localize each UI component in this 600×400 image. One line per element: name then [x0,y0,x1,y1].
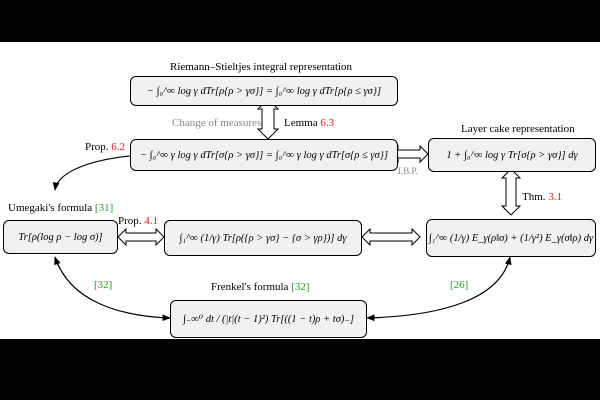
cite-right-label: [26] [450,279,469,291]
umegaki-title: Umegaki's formula [31] [8,202,113,214]
umegaki-title-text: Umegaki's formula [8,202,95,214]
cite-left-label: [32] [94,279,113,291]
thm-label: Thm. 3.1 [522,191,562,203]
arrows-layer [52,98,522,322]
umegaki-cite: [31] [94,202,114,214]
curve-arrow-right-frenkel [366,256,512,322]
center-box: ∫₁^∞ (1/γ) Tr[ρ({ρ > γσ} − {σ > γρ})] dγ [164,220,362,256]
layer-cake-title: Layer cake representation [461,123,575,135]
curve-arrow-left-frenkel [54,256,171,322]
lemma-label: Lemma 6.3 [284,117,334,129]
middle-box: − ∫₀^∞ γ log γ dTr[σ{ρ > γσ}] = ∫₀^∞ γ l… [130,139,398,171]
ibp-label: I.B.P. [398,166,418,176]
prop41-ref: 4.1 [144,215,159,227]
riemann-box: − ∫₀^∞ log γ dTr[ρ{ρ > γσ}] = ∫₀^∞ log γ… [130,76,398,106]
prop41-label: Prop. 4.1 [118,215,158,227]
lemma-ref: 6.3 [320,117,335,129]
prop62-text: Prop. [85,141,112,153]
prop41-text: Prop. [118,215,145,227]
thm-ref: 3.1 [548,191,563,203]
right-box: ∫₁^∞ (1/γ) E_γ(ρ‖σ) + (1/γ²) E_γ(σ‖ρ) dγ [426,219,596,257]
prop62-ref: 6.2 [111,141,126,153]
riemann-title: Riemann–Stieltjes integral representatio… [170,61,353,73]
layer-cake-box: 1 + ∫₀^∞ log γ Tr[σ{ρ > γσ}] dγ [428,138,596,172]
frenkel-title-text: Frenkel's formula [211,281,292,293]
lemma-label-text: Lemma [284,117,321,129]
change-of-measures-label: Change of measures [172,117,262,129]
diagram-canvas: Riemann–Stieltjes integral representatio… [0,42,600,339]
frenkel-title: Frenkel's formula [32] [211,281,310,293]
thm-text: Thm. [522,191,549,203]
double-arrow-umegaki-center [117,227,165,247]
umegaki-box: Tr[ρ(log ρ − log σ)] [3,220,118,254]
double-arrow-layer-right [500,168,522,216]
prop62-label: Prop. 6.2 [85,141,125,153]
frenkel-box: ∫₋∞⁰ dt / (|t|(t − 1)²) Tr[((1 − t)ρ + t… [170,300,367,338]
double-arrow-center-right [361,227,421,247]
frenkel-cite: [32] [291,281,310,293]
curve-arrow-prop62 [52,152,143,191]
